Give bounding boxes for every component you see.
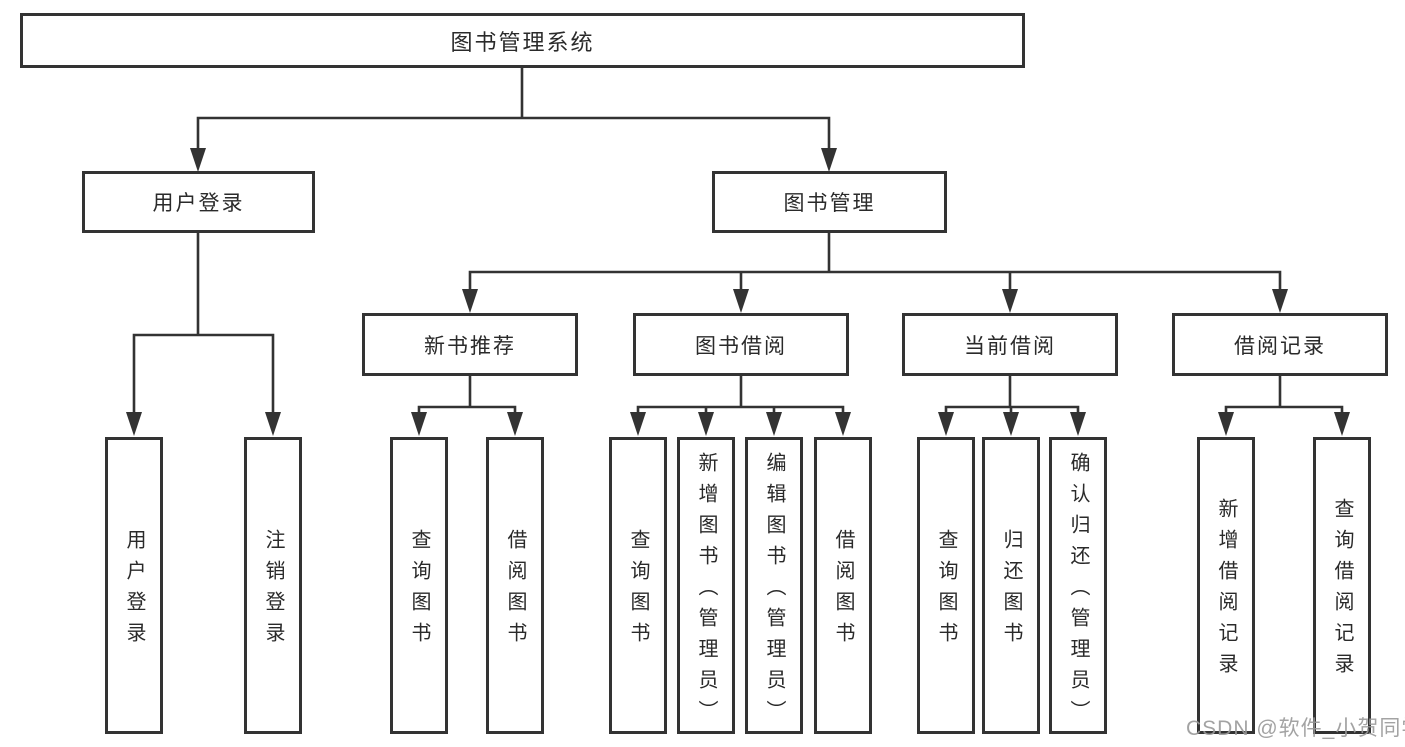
csdn-watermark: CSDN @软件_小贺同学	[1186, 717, 1405, 740]
leaf-records-add-record: 新增借阅记录	[1197, 437, 1255, 734]
leaf-records-query-record: 查询借阅记录	[1313, 437, 1371, 734]
leaf-current-query-books: 查询图书	[917, 437, 975, 734]
arrowhead-icon	[630, 412, 646, 436]
arrowhead-icon	[938, 412, 954, 436]
arrowhead-icon	[1003, 412, 1019, 436]
node-book-management: 图书管理	[712, 171, 947, 233]
leaf-user-login: 用户登录	[105, 437, 163, 734]
node-label: 新书推荐	[424, 334, 516, 358]
node-new-book-recommend: 新书推荐	[362, 313, 578, 376]
node-label: 查询借阅记录	[1331, 498, 1353, 684]
node-label: 新增借阅记录	[1215, 498, 1237, 684]
node-label: 图书管理系统	[450, 29, 595, 55]
arrowhead-icon	[766, 412, 782, 436]
arrowhead-icon	[1272, 289, 1288, 313]
leaf-current-return-books: 归还图书	[982, 437, 1040, 734]
arrowhead-icon	[462, 289, 478, 313]
arrowhead-icon	[1218, 412, 1234, 436]
node-label: 注销登录	[262, 529, 284, 653]
arrowhead-icon	[411, 412, 427, 436]
node-label: 确认归还（管理员）	[1067, 451, 1089, 731]
arrowhead-icon	[1334, 412, 1350, 436]
node-user-login: 用户登录	[82, 171, 315, 233]
arrowhead-icon	[1002, 289, 1018, 313]
node-label: 归还图书	[1000, 529, 1022, 653]
node-current-borrow: 当前借阅	[902, 313, 1118, 376]
node-label: 当前借阅	[964, 334, 1056, 358]
node-label: 查询图书	[935, 529, 957, 653]
leaf-borrow-edit-books-admin: 编辑图书（管理员）	[745, 437, 803, 734]
node-label: 查询图书	[408, 529, 430, 653]
leaf-borrow-add-books-admin: 新增图书（管理员）	[677, 437, 735, 734]
connector-lines	[132, 68, 1344, 413]
node-label: 图书管理	[783, 192, 876, 215]
arrowhead-icon	[733, 289, 749, 313]
arrowhead-icon	[835, 412, 851, 436]
node-label: 编辑图书（管理员）	[763, 451, 785, 731]
arrowhead-icon	[190, 148, 206, 172]
arrowhead-icon	[126, 412, 142, 436]
node-library-system: 图书管理系统	[20, 13, 1025, 68]
leaf-logout: 注销登录	[244, 437, 302, 734]
leaf-current-confirm-return-admin: 确认归还（管理员）	[1049, 437, 1107, 734]
leaf-newbook-borrow-books: 借阅图书	[486, 437, 544, 734]
node-book-borrow: 图书借阅	[633, 313, 849, 376]
node-borrow-records: 借阅记录	[1172, 313, 1388, 376]
arrowhead-icon	[1070, 412, 1086, 436]
node-label: 图书借阅	[695, 334, 787, 358]
arrowhead-icon	[507, 412, 523, 436]
node-label: 新增图书（管理员）	[695, 451, 717, 731]
arrowhead-icon	[698, 412, 714, 436]
leaf-newbook-query-books: 查询图书	[390, 437, 448, 734]
node-label: 查询图书	[627, 529, 649, 653]
arrowhead-icon	[265, 412, 281, 436]
leaf-borrow-borrow-books: 借阅图书	[814, 437, 872, 734]
node-label: 借阅记录	[1234, 334, 1326, 358]
node-label: 用户登录	[123, 529, 145, 653]
node-label: 借阅图书	[832, 529, 854, 653]
arrowhead-icon	[821, 148, 837, 172]
node-label: 借阅图书	[504, 529, 526, 653]
node-label: 用户登录	[152, 192, 245, 215]
leaf-borrow-query-books: 查询图书	[609, 437, 667, 734]
